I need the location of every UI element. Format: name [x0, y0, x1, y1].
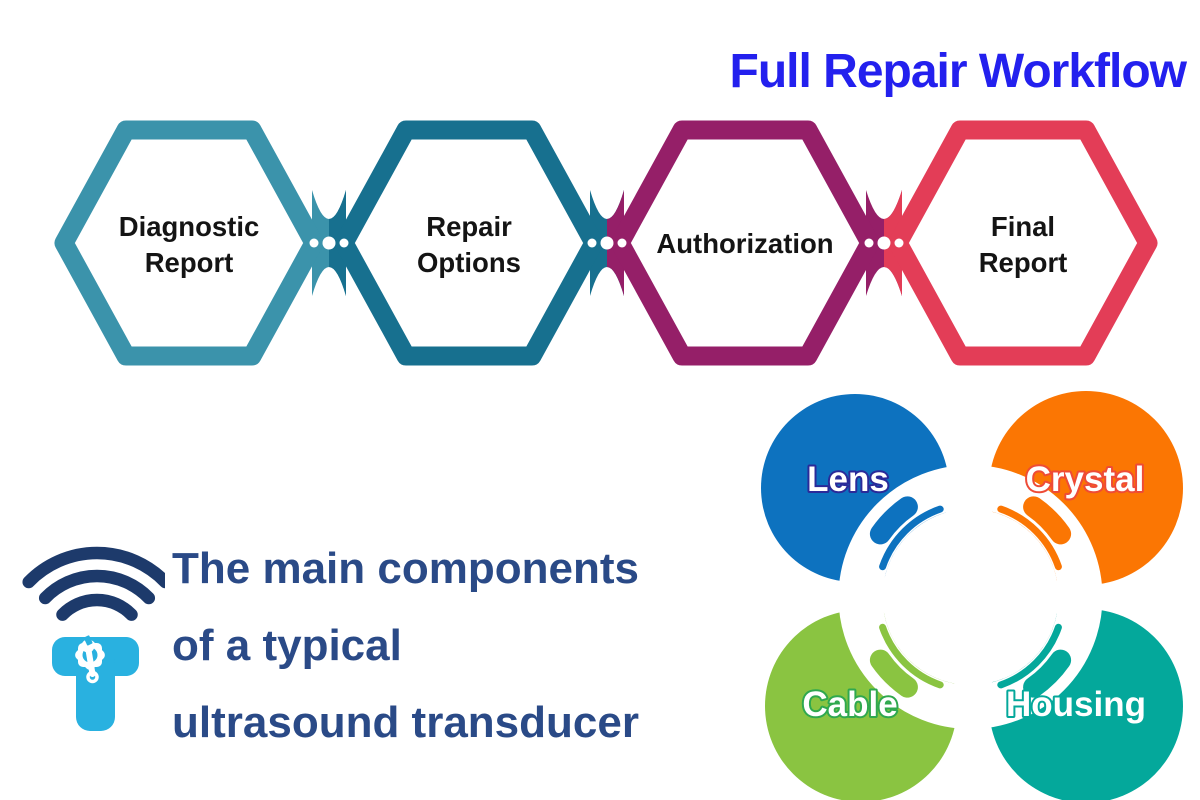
- component-label-housing: Housing: [1006, 685, 1146, 724]
- workflow-step-authorization: Authorization: [610, 120, 880, 366]
- wrench-icon: [81, 635, 99, 684]
- dot: [877, 236, 891, 250]
- section-heading: The main components of a typical ultraso…: [172, 530, 639, 761]
- connector-dots-icon: [309, 236, 904, 250]
- arc-crystal: [997, 505, 1062, 571]
- center-ring: [838, 465, 1103, 729]
- step-label-line2: Options: [417, 247, 521, 278]
- pill-housing: [1023, 649, 1072, 698]
- dot: [309, 238, 319, 248]
- workflow-step-diagnostic-report: Diagnostic Report: [54, 120, 324, 366]
- dot: [339, 238, 349, 248]
- heading-line-2: of a typical: [172, 621, 402, 670]
- dot: [864, 238, 874, 248]
- probe-icon: [52, 635, 139, 731]
- ring-inner-arcs: [879, 505, 1062, 689]
- component-label-crystal: Crystal: [1026, 460, 1145, 499]
- component-label-cable: Cable: [802, 685, 897, 724]
- dot: [322, 236, 336, 250]
- ring-pill-dashes: [869, 496, 1072, 698]
- workflow-diagram: Diagnostic Report Repair Options Authori…: [54, 120, 1158, 366]
- dot: [617, 238, 627, 248]
- hexagon-shape: [334, 120, 604, 366]
- transducer-icon: [22, 546, 165, 731]
- step-label-line1: Diagnostic: [119, 211, 260, 242]
- component-label-lens: Lens: [807, 460, 889, 499]
- page-title: Full Repair Workflow: [729, 45, 1187, 98]
- step-label-line2: Report: [145, 247, 234, 278]
- step-label-line1: Final: [991, 211, 1055, 242]
- arc-housing: [997, 623, 1062, 689]
- workflow-step-final-report: Final Report: [888, 120, 1158, 366]
- pill-crystal: [1023, 496, 1072, 545]
- step-label-line2: Report: [979, 247, 1068, 278]
- dot: [600, 236, 614, 250]
- hexagon-shape: [54, 120, 324, 366]
- hexagon-shape: [888, 120, 1158, 366]
- signal-waves-icon: [22, 546, 165, 621]
- pill-lens: [869, 496, 918, 545]
- step-label-line1: Authorization: [656, 228, 833, 259]
- heading-line-3: ultrasound transducer: [172, 698, 639, 747]
- step-label-line1: Repair: [426, 211, 512, 242]
- dot: [587, 238, 597, 248]
- workflow-step-repair-options: Repair Options: [334, 120, 604, 366]
- arc-cable: [879, 623, 944, 689]
- heading-line-1: The main components: [172, 544, 639, 593]
- components-diagram: Lens Crystal Cable Housing: [761, 391, 1183, 800]
- arc-lens: [879, 505, 944, 571]
- pill-cable: [869, 649, 918, 698]
- dot: [894, 238, 904, 248]
